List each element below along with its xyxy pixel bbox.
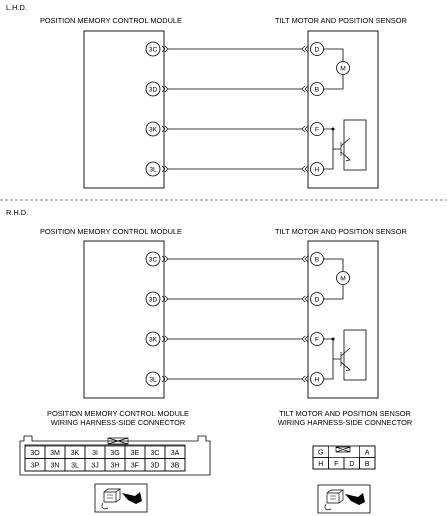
- connector-pin-label: 3B: [171, 462, 180, 469]
- sensor-connector-view: TILT MOTOR AND POSITION SENSOR WIRING HA…: [278, 409, 413, 470]
- rhd-section: R.H.D. POSITION MEMORY CONTROL MODULE TI…: [6, 208, 407, 399]
- rhd-wire-1: 3C B: [145, 251, 324, 267]
- connector-pin-label: 3O: [30, 450, 40, 457]
- lhd-sensor-pin-4: H: [315, 166, 320, 173]
- connector-pin-label: 3N: [51, 462, 60, 469]
- lhd-heading: L.H.D.: [6, 3, 27, 12]
- connector-pin-label: 3C: [151, 450, 160, 457]
- rhd-heading: R.H.D.: [6, 208, 28, 217]
- connector-latch-icon: [107, 437, 129, 445]
- connector-cell: [359, 457, 376, 470]
- module-connector-title-1: POSITION MEMORY CONTROL MODULE: [47, 409, 189, 418]
- rhd-motor-symbol: M: [324, 258, 350, 300]
- lhd-wire-4: 3L H: [145, 161, 324, 177]
- connector-pin-label: A: [365, 449, 370, 456]
- rhd-module-pin-3: 3K: [149, 336, 158, 343]
- lhd-sensor-pin-1: D: [315, 46, 320, 53]
- connector-pin-label: 3H: [111, 462, 120, 469]
- sensor-connector-title-1: TILT MOTOR AND POSITION SENSOR: [279, 409, 411, 418]
- rhd-module-pin-1: 3C: [149, 256, 158, 263]
- connector-pin-label: 3J: [91, 462, 98, 469]
- connector-pin-label: 3G: [110, 450, 119, 457]
- connector-cell: [164, 458, 186, 472]
- rhd-module-box: [83, 240, 165, 399]
- connector-pin-label: 3A: [171, 450, 180, 457]
- rhd-module-title: POSITION MEMORY CONTROL MODULE: [40, 227, 182, 236]
- lhd-section: L.H.D. POSITION MEMORY CONTROL MODULE TI…: [6, 3, 407, 189]
- lhd-sensor-box: [307, 30, 379, 189]
- rhd-module-pin-2: 3D: [149, 296, 158, 303]
- connector-pin-label: 3I: [92, 450, 98, 457]
- module-connector-orientation-icon: [94, 483, 148, 513]
- connector-pin-label: 3E: [131, 450, 140, 457]
- rhd-sensor-pin-3: F: [315, 336, 319, 343]
- rhd-wire-4: 3L H: [145, 371, 324, 387]
- connector-pin-label: 3P: [31, 462, 40, 469]
- lhd-sensor-pin-3: F: [315, 126, 319, 133]
- rhd-sensor-pin-2: D: [315, 296, 320, 303]
- connector-latch-icon: [335, 446, 351, 453]
- lhd-module-box: [83, 30, 165, 189]
- svg-text:M: M: [340, 275, 346, 282]
- connector-pin-label: 3D: [151, 462, 160, 469]
- connector-pin-label: G: [318, 449, 323, 456]
- sensor-connector-title-2: WIRING HARNESS-SIDE CONNECTOR: [278, 418, 413, 427]
- connector-pin-label: 3F: [131, 462, 139, 469]
- lhd-module-pin-3: 3K: [149, 126, 158, 133]
- lhd-module-title: POSITION MEMORY CONTROL MODULE: [40, 16, 182, 25]
- connector-pin-label: F: [334, 461, 338, 468]
- module-connector-view: POSITION MEMORY CONTROL MODULE WIRING HA…: [19, 409, 211, 476]
- rhd-sensor-title: TILT MOTOR AND POSITION SENSOR: [275, 227, 407, 236]
- rhd-position-sensor-symbol: [324, 329, 367, 381]
- rhd-sensor-box: [307, 240, 379, 399]
- lhd-sensor-title: TILT MOTOR AND POSITION SENSOR: [275, 16, 407, 25]
- module-connector-cells: 3O 3M 3K 3I 3G 3E 3C 3A 3P 3N 3L 3J 3H 3F 3D 3B: [24, 445, 186, 472]
- connector-pin-label: H: [318, 461, 323, 468]
- rhd-module-pin-4: 3L: [149, 376, 157, 383]
- sensor-connector-cells: G A H F D B: [312, 445, 376, 470]
- connector-pin-label: 3L: [71, 462, 79, 469]
- rhd-wire-3: 3K F: [145, 331, 324, 347]
- module-connector-title-2: WIRING HARNESS-SIDE CONNECTOR: [51, 418, 186, 427]
- lhd-wire-3: 3K F: [145, 121, 324, 137]
- rhd-sensor-pin-4: H: [315, 376, 320, 383]
- lhd-wire-2: 3D B: [145, 81, 324, 97]
- connector-pin-label: 3M: [50, 450, 60, 457]
- sensor-connector-orientation-icon: [317, 484, 371, 514]
- lhd-position-sensor-symbol: [324, 119, 367, 171]
- connector-pin-label: D: [349, 461, 354, 468]
- svg-text:M: M: [340, 65, 346, 72]
- lhd-wire-1: 3C D: [145, 41, 324, 57]
- connector-pin-label: B: [365, 461, 370, 468]
- connector-pin-label: 3K: [71, 450, 80, 457]
- rhd-wire-2: 3D D: [145, 291, 324, 307]
- lhd-module-pin-2: 3D: [149, 86, 158, 93]
- lhd-module-pin-4: 3L: [149, 166, 157, 173]
- lhd-module-pin-1: 3C: [149, 46, 158, 53]
- rhd-sensor-pin-1: B: [315, 256, 320, 263]
- lhd-motor-symbol: M: [324, 48, 350, 90]
- lhd-sensor-pin-2: B: [315, 86, 320, 93]
